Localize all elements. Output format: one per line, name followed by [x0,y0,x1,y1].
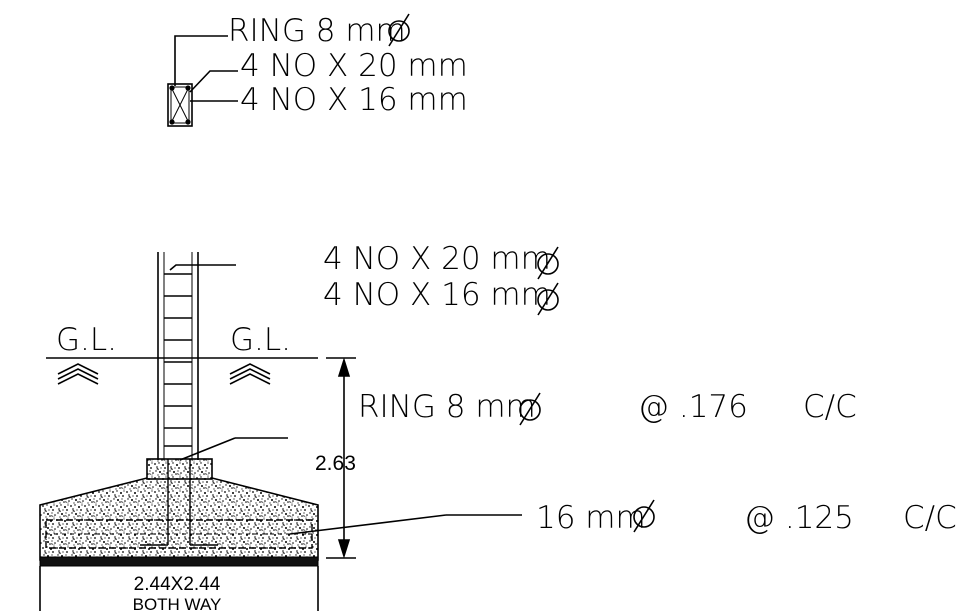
phi-icon [537,246,559,280]
base-bar-label: 16 mm [536,500,646,536]
elevation-bar-top-label: 4 NO X 20 mm [323,241,551,277]
ground-hatch-icon-left [57,363,99,385]
footing-size-label: 2.44X2.44 [134,574,221,595]
column-section-box [167,83,193,127]
ground-hatch-icon-right [229,363,271,385]
elevation-bar-leader-line [169,264,236,271]
lean-concrete-bed [39,556,319,567]
section-bar-bottom-label: 4 NO X 16 mm [240,82,468,118]
column-elevation [157,252,288,461]
elevation-ring-label: RING 8 mm [358,389,536,425]
dimension-arrow-up-icon [337,357,351,377]
phi-icon [388,13,410,47]
section-ring-label: RING 8 mm [228,13,406,49]
depth-value: 2.63 [315,452,356,475]
phi-icon [537,282,559,316]
footing-note-label: BOTH WAY [133,595,222,611]
gl-left-label: G.L. [56,322,117,358]
phi-icon [633,499,655,533]
base-bar-cc-label: C/C [903,500,957,536]
elevation-ring-leader-line [179,437,236,461]
footing-pedestal [146,458,213,480]
bar20-leader-line [189,70,238,93]
dimension-arrow-down-icon [337,539,351,559]
ring-cc-label: C/C [803,389,857,425]
column-section [167,35,238,127]
depth-dimension [326,357,356,559]
width-dimension [39,566,319,611]
elevation-bar-bottom-label: 4 NO X 16 mm [323,277,551,313]
base-bar-leader-line [289,514,447,535]
gl-right-label: G.L. [230,322,291,358]
ring-leader-line [174,35,228,86]
ground-level [46,357,318,385]
base-bar-spacing-label: @ .125 [744,500,854,536]
phi-icon [519,392,541,426]
footing-concrete [39,458,319,567]
section-bar-top-label: 4 NO X 20 mm [240,48,468,84]
ring-spacing-label: @ .176 [638,389,748,425]
